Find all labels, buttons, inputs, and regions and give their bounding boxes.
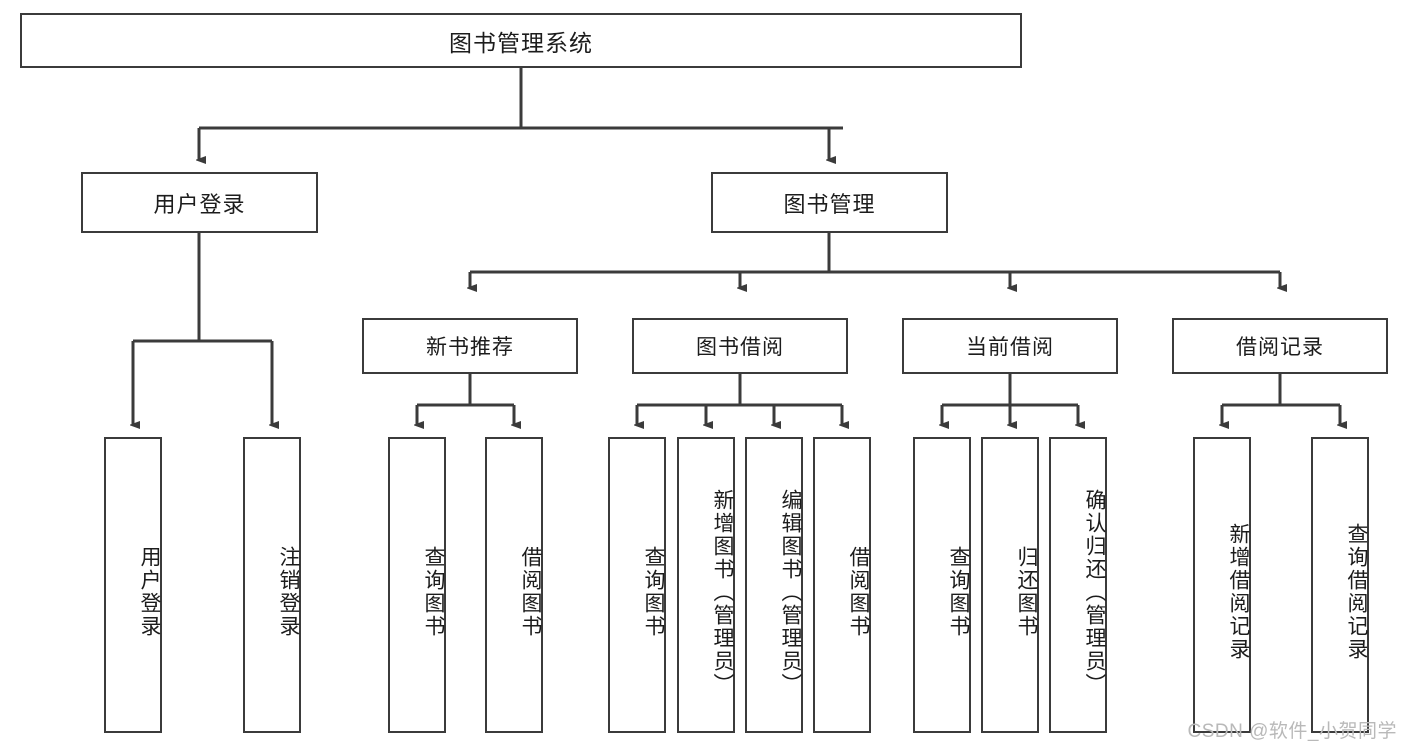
node-label: 编辑图书（管理员） — [779, 488, 802, 696]
node-label: 新增借阅记录 — [1227, 523, 1250, 661]
node-label: 借阅记录 — [1236, 336, 1324, 359]
leaf-new-book-query-book[interactable]: 查询图书 — [388, 437, 446, 733]
leaf-book-borrow-borrow-book[interactable]: 借阅图书 — [813, 437, 871, 733]
node-label: 查询借阅记录 — [1345, 523, 1368, 661]
node-label: 用户登录 — [138, 546, 161, 638]
node-label: 确认归还（管理员） — [1083, 488, 1106, 696]
node-book-borrow[interactable]: 图书借阅 — [632, 318, 848, 374]
leaf-current-borrow-query-book[interactable]: 查询图书 — [913, 437, 971, 733]
node-book-management[interactable]: 图书管理 — [711, 172, 948, 233]
leaf-user-login-login[interactable]: 用户登录 — [104, 437, 162, 733]
node-current-borrow[interactable]: 当前借阅 — [902, 318, 1118, 374]
node-new-book-recommend[interactable]: 新书推荐 — [362, 318, 578, 374]
node-label: 借阅图书 — [519, 546, 542, 638]
node-label: 图书借阅 — [696, 336, 784, 359]
node-label: 借阅图书 — [847, 546, 870, 638]
node-label: 归还图书 — [1015, 546, 1038, 638]
node-root-book-management-system[interactable]: 图书管理系统 — [20, 13, 1022, 68]
node-label: 图书管理 — [783, 191, 876, 217]
leaf-borrow-record-query-record[interactable]: 查询借阅记录 — [1311, 437, 1369, 733]
leaf-book-borrow-query-book[interactable]: 查询图书 — [608, 437, 666, 733]
leaf-book-borrow-edit-book-admin[interactable]: 编辑图书（管理员） — [745, 437, 803, 733]
node-label: 当前借阅 — [966, 336, 1054, 359]
node-borrow-record[interactable]: 借阅记录 — [1172, 318, 1388, 374]
node-label: 图书管理系统 — [449, 29, 593, 56]
leaf-current-borrow-return-book[interactable]: 归还图书 — [981, 437, 1039, 733]
node-label: 新书推荐 — [426, 336, 514, 359]
leaf-book-borrow-add-book-admin[interactable]: 新增图书（管理员） — [677, 437, 735, 733]
node-label: 查询图书 — [642, 546, 665, 638]
node-label: 用户登录 — [153, 191, 246, 217]
leaf-user-login-logout[interactable]: 注销登录 — [243, 437, 301, 733]
leaf-current-borrow-confirm-return-admin[interactable]: 确认归还（管理员） — [1049, 437, 1107, 733]
node-label: 注销登录 — [277, 546, 300, 638]
node-label: 查询图书 — [947, 546, 970, 638]
node-label: 新增图书（管理员） — [711, 488, 734, 696]
csdn-watermark: CSDN @软件_小贺同学 — [1187, 721, 1397, 742]
leaf-new-book-borrow-book[interactable]: 借阅图书 — [485, 437, 543, 733]
node-user-login[interactable]: 用户登录 — [81, 172, 318, 233]
node-label: 查询图书 — [422, 546, 445, 638]
leaf-borrow-record-add-record[interactable]: 新增借阅记录 — [1193, 437, 1251, 733]
